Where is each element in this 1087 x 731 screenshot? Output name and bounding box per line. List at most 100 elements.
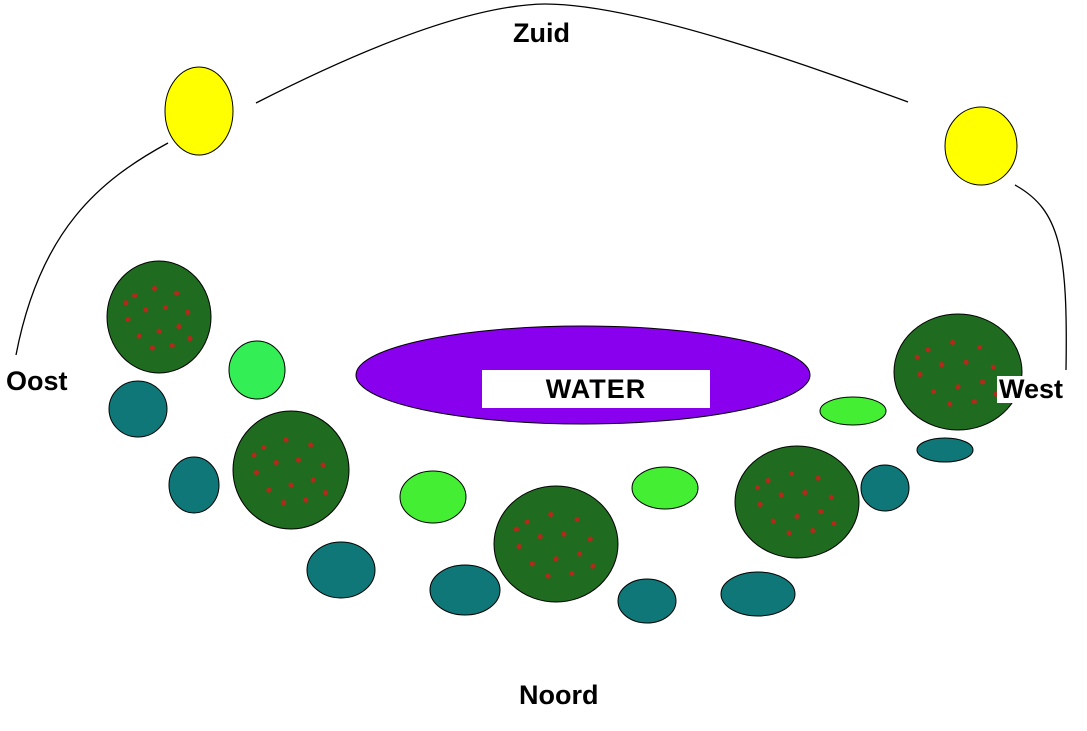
fruit-dot xyxy=(947,401,953,407)
fruit-dot xyxy=(778,492,784,498)
fruit-dot xyxy=(765,477,771,484)
plant xyxy=(108,380,168,438)
fruit-dot xyxy=(516,543,522,550)
tree xyxy=(734,445,860,559)
fruit-dot xyxy=(185,309,191,315)
fruit-dot xyxy=(281,499,287,506)
fruit-dot xyxy=(308,442,314,448)
fruit-dot xyxy=(310,477,316,483)
fruit-dot xyxy=(283,437,289,443)
fruit-dot xyxy=(977,344,983,350)
sun-path-west xyxy=(1014,184,1067,371)
fruit-dot xyxy=(187,335,193,342)
fruit-dot xyxy=(273,459,279,466)
fruit-dot xyxy=(548,511,554,518)
plant xyxy=(306,541,376,599)
fruit-trees xyxy=(106,260,1023,603)
fruit-dot xyxy=(587,536,593,542)
fruit-dot xyxy=(513,526,520,532)
direction-label-north: Noord xyxy=(519,680,599,710)
fruit-dot xyxy=(963,359,969,365)
fruit-dot xyxy=(163,304,169,311)
sun-west xyxy=(944,106,1018,186)
water-label: WATER xyxy=(545,373,647,404)
fruit-dot xyxy=(156,328,162,334)
fruit-dot xyxy=(545,573,551,579)
fruit-dot xyxy=(818,508,824,515)
fruit-dot xyxy=(828,494,834,500)
shrub xyxy=(631,466,699,510)
fruit-dot xyxy=(261,444,267,451)
fruit-dot xyxy=(757,501,763,507)
direction-label-east: Oost xyxy=(6,366,68,396)
tree xyxy=(106,260,212,374)
fruit-dot xyxy=(569,570,575,577)
fruit-dot xyxy=(786,530,792,536)
direction-label-south: Zuid xyxy=(513,18,570,48)
fruit-dot xyxy=(322,489,329,496)
fruit-dot xyxy=(802,489,808,496)
fruit-dot xyxy=(125,316,131,322)
plant xyxy=(429,564,501,616)
fruit-dot xyxy=(169,342,175,349)
plant xyxy=(617,578,677,624)
fruit-dot xyxy=(930,389,937,395)
sun-east xyxy=(164,66,234,156)
fruit-dot xyxy=(939,362,945,368)
fruit-dot xyxy=(590,563,596,569)
fruit-dot xyxy=(810,527,816,534)
fruit-dot xyxy=(794,513,800,519)
fruit-dot xyxy=(136,333,142,339)
fruit-dot xyxy=(971,398,977,405)
fruit-dot xyxy=(151,285,158,292)
shrub xyxy=(399,470,467,524)
tree xyxy=(232,410,350,530)
fruit-dot xyxy=(253,469,260,476)
fruit-dot xyxy=(143,307,149,313)
plant xyxy=(860,464,910,512)
fruit-dot xyxy=(815,475,821,481)
fruit-dot xyxy=(914,354,920,360)
fruit-dot xyxy=(917,371,923,378)
fruit-dot xyxy=(990,364,996,370)
fruit-dot xyxy=(288,482,294,488)
fruit-dot xyxy=(303,497,309,503)
fruit-dot xyxy=(251,452,257,458)
fruit-dot xyxy=(979,379,986,385)
shrubs xyxy=(228,340,887,524)
fruit-dot xyxy=(955,384,961,390)
shrub xyxy=(819,396,887,426)
fruit-dot xyxy=(266,487,272,493)
plant xyxy=(720,571,796,617)
fruit-dot xyxy=(295,457,301,463)
tree-fruit-dots xyxy=(123,285,999,579)
fruit-dot xyxy=(174,290,180,296)
fruit-dot xyxy=(561,531,567,537)
fruit-dot xyxy=(574,516,580,522)
tree xyxy=(493,485,619,603)
sun-path-top xyxy=(255,3,909,104)
fruit-dot xyxy=(553,556,559,562)
sun-path-east xyxy=(15,142,169,356)
fruit-dot xyxy=(537,534,543,540)
fruit-dot xyxy=(770,518,776,524)
fruit-dot xyxy=(123,300,129,306)
fruit-dot xyxy=(831,520,837,527)
shrub xyxy=(228,340,286,400)
fruit-dot xyxy=(789,470,795,477)
fruit-dot xyxy=(529,561,535,567)
plant xyxy=(916,437,974,463)
fruit-dot xyxy=(320,462,326,468)
low-plants xyxy=(108,380,974,624)
fruit-dot xyxy=(754,485,761,491)
fruit-dot xyxy=(132,292,138,299)
fruit-dot xyxy=(577,551,583,557)
tree xyxy=(893,313,1023,431)
plant xyxy=(168,456,220,514)
fruit-dot xyxy=(949,339,956,346)
fruit-dot xyxy=(925,347,931,353)
direction-label-west: West xyxy=(997,374,1066,404)
water-label-box: WATER xyxy=(482,370,710,408)
